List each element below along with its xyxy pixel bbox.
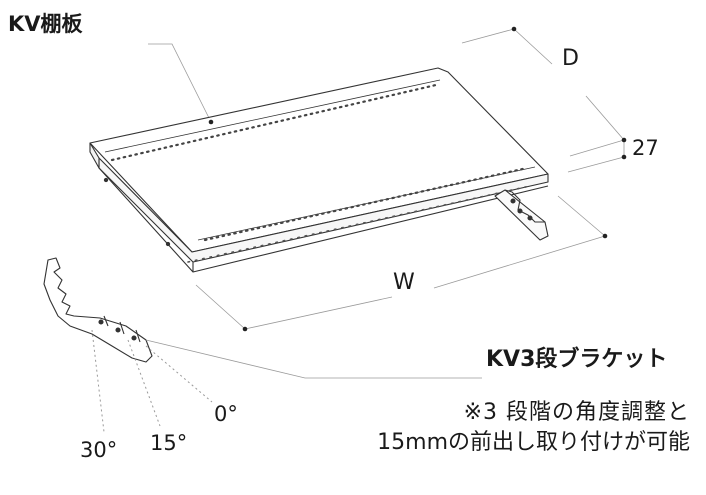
dim-w-ext-left xyxy=(195,284,246,330)
kv-shelf xyxy=(89,67,549,273)
shelf-right-bracket xyxy=(494,189,549,241)
angle-guides xyxy=(91,329,213,433)
angle-30-label: 30° xyxy=(80,438,118,462)
angle-line-30 xyxy=(91,329,105,433)
bracket-leader-line xyxy=(145,339,482,379)
dim-w-ext-right xyxy=(557,195,606,237)
dim-d-ext-top xyxy=(461,28,515,44)
shelf-title: KV棚板 xyxy=(8,12,83,36)
angle-15-label: 15° xyxy=(150,431,188,455)
note-line-1: ※3 段階の角度調整と xyxy=(463,400,690,425)
angle-line-15 xyxy=(127,339,161,427)
shelf-top-surface xyxy=(89,67,549,253)
bracket-title: KV3段ブラケット xyxy=(486,347,668,372)
angle-0-label: 0° xyxy=(214,402,238,426)
kv3-bracket xyxy=(43,257,153,363)
dim-d-line-b xyxy=(585,95,625,141)
dimension-d-label: D xyxy=(562,46,579,71)
dim-w-line-b xyxy=(433,235,606,289)
dim-27-ext xyxy=(567,156,625,173)
shelf-leader-line xyxy=(148,43,212,123)
rear-hole-row xyxy=(110,83,438,162)
note-line-2: 15mmの前出し取り付けが可能 xyxy=(377,430,690,455)
front-hole-row xyxy=(203,166,529,242)
angle-line-0 xyxy=(145,345,213,403)
dimension-lines xyxy=(195,28,625,330)
dim-w-line-a xyxy=(244,296,393,330)
dim-d-ext-bottom xyxy=(569,139,625,157)
dimension-27-label: 27 xyxy=(632,136,659,160)
dim-d-line-a xyxy=(513,28,553,65)
dimension-w-label: W xyxy=(393,270,415,295)
dimension-points xyxy=(208,26,627,332)
